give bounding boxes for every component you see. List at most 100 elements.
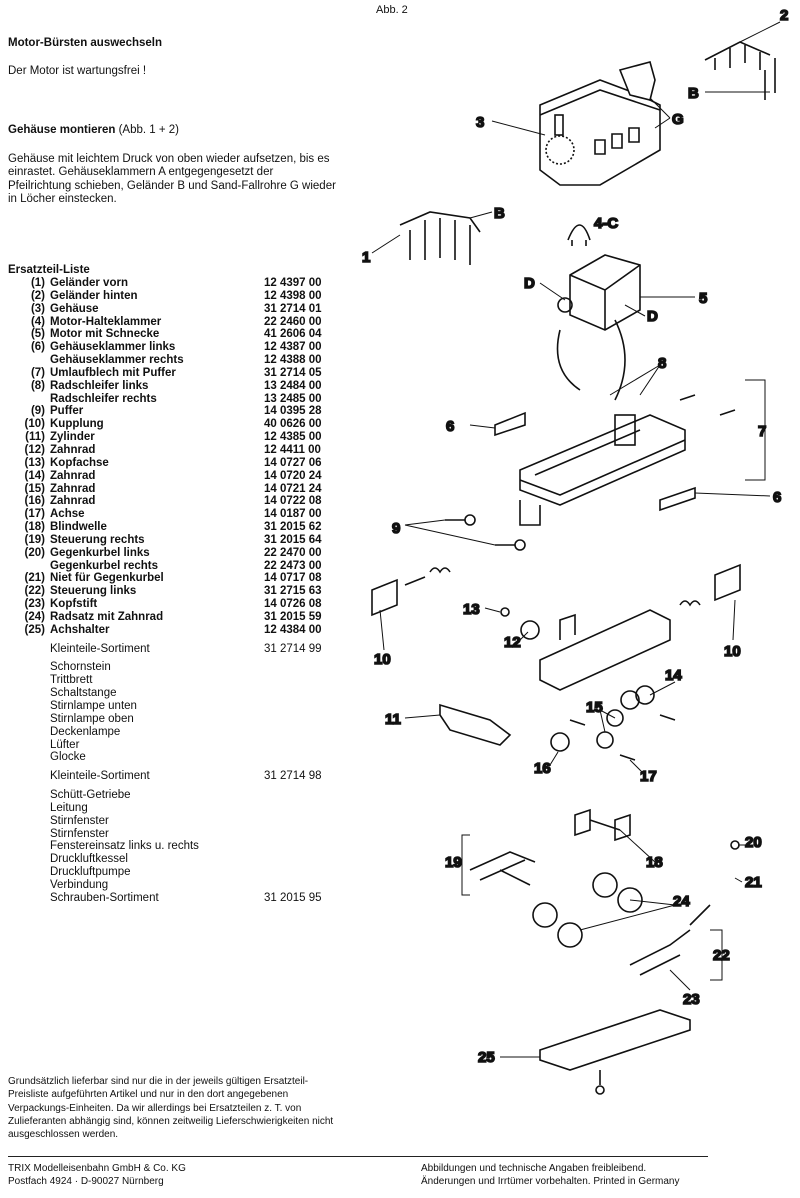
label-10-right: 10 — [724, 643, 741, 660]
table-row: (8) Radschleifer links 13 2484 00 — [8, 380, 358, 393]
part-code: 12 4411 00 — [264, 443, 321, 456]
part-code: 13 2484 00 — [264, 379, 322, 392]
part-num: (17) — [24, 508, 45, 521]
part-code: 31 2715 63 — [264, 585, 322, 598]
axle-holder-drawing — [539, 1009, 691, 1095]
gears-drawing — [550, 685, 676, 761]
part-name: Lüfter — [50, 738, 80, 751]
part-code: 31 2015 64 — [264, 533, 322, 546]
part-code: 14 0187 00 — [264, 508, 322, 521]
kit-item: Deckenlampe — [8, 726, 358, 739]
part-name: Kopfachse — [50, 456, 109, 469]
part-name: Fenstereinsatz links u. rechts — [50, 840, 199, 853]
label-b-rear: B — [688, 85, 699, 102]
kit-item: Glocke — [8, 751, 358, 764]
part-name: Schrauben-Sortiment — [50, 891, 159, 904]
part-num: (18) — [24, 521, 45, 534]
label-6-left: 6 — [446, 418, 454, 435]
part-num: (20) — [24, 546, 45, 559]
part-name: Stirnfenster — [50, 814, 109, 827]
label-18: 18 — [646, 854, 663, 871]
part-name: Druckluftpumpe — [50, 866, 131, 879]
part-name: Deckenlampe — [50, 725, 121, 738]
part-name: Zylinder — [50, 431, 95, 444]
label-25: 25 — [478, 1049, 495, 1066]
housing-drawing — [539, 61, 661, 186]
part-name: Motor mit Schnecke — [50, 328, 160, 341]
part-name: Gehäuse — [50, 302, 99, 315]
label-3: 3 — [476, 114, 484, 131]
part-code: 13 2485 00 — [264, 392, 322, 405]
part-name: Geländer vorn — [50, 277, 128, 289]
kit-item: Stirnfenster — [8, 828, 358, 841]
part-code: 14 0720 24 — [264, 469, 322, 482]
label-b-front: B — [494, 205, 505, 222]
part-name: Gegenkurbel links — [50, 546, 150, 559]
kit-item: Fenstereinsatz links u. rechts — [8, 840, 358, 853]
part-num: (24) — [24, 610, 45, 623]
motor-clamp-drawing — [567, 224, 591, 246]
footer-disclaimer-1: Abbildungen und technische Angaben freib… — [421, 1163, 647, 1174]
part-num: (22) — [24, 585, 45, 598]
footer-divider — [8, 1156, 708, 1157]
couplings-drawing — [371, 563, 741, 617]
label-22: 22 — [713, 947, 730, 964]
parts-list-heading: Ersatzteil-Liste — [8, 264, 90, 276]
label-7: 7 — [758, 423, 766, 440]
part-code: 14 0721 24 — [264, 482, 322, 495]
housing-heading-ref: (Abb. 1 + 2) — [118, 124, 179, 136]
part-name: Gegenkurbel rechts — [50, 559, 159, 572]
label-2: 2 — [780, 7, 788, 24]
part-code: 12 4388 00 — [264, 354, 322, 367]
part-code: 14 0395 28 — [264, 405, 322, 418]
part-name: Schaltstange — [50, 687, 117, 700]
label-6-right: 6 — [773, 489, 781, 506]
motor-drawing — [556, 254, 641, 401]
part-num: (16) — [24, 495, 45, 508]
part-name: Stirnlampe oben — [50, 712, 134, 725]
part-num: (13) — [24, 456, 45, 469]
part-name: Achse — [50, 508, 85, 521]
railing-front-drawing — [399, 211, 481, 265]
part-name: Steuerung links — [50, 585, 137, 598]
cylinder-drawing — [439, 703, 512, 746]
part-code: 31 2714 05 — [264, 366, 322, 379]
kit-item: Schütt-Getriebe — [8, 789, 358, 802]
part-num: (9) — [30, 405, 45, 418]
part-name: Kleinteile-Sortiment — [50, 770, 150, 783]
kit-row: Kleinteile-Sortiment 31 2714 98 — [8, 770, 358, 783]
label-14: 14 — [665, 667, 682, 684]
part-code: 31 2714 98 — [264, 770, 322, 783]
kit-item: Trittbrett — [8, 674, 358, 687]
part-code: 14 0727 06 — [264, 456, 322, 469]
part-num: (15) — [24, 482, 45, 495]
label-d-1: D — [524, 275, 535, 292]
part-code: 12 4385 00 — [264, 431, 322, 444]
label-13: 13 — [463, 601, 480, 618]
figure-label: Abb. 2 — [376, 4, 408, 16]
label-21: 21 — [745, 874, 762, 891]
part-num: (21) — [24, 572, 45, 585]
part-name: Geländer hinten — [50, 289, 138, 302]
jackshaft-drawing — [574, 808, 631, 842]
part-num: (8) — [30, 379, 45, 392]
part-code: 31 2015 62 — [264, 521, 322, 534]
part-code: 22 2460 00 — [264, 315, 322, 328]
label-g: G — [672, 111, 684, 128]
part-name: Radschleifer links — [50, 379, 149, 392]
kit-item: Schaltstange — [8, 687, 358, 700]
railing-rear-drawing — [704, 41, 776, 100]
part-code: 41 2606 04 — [264, 328, 322, 341]
